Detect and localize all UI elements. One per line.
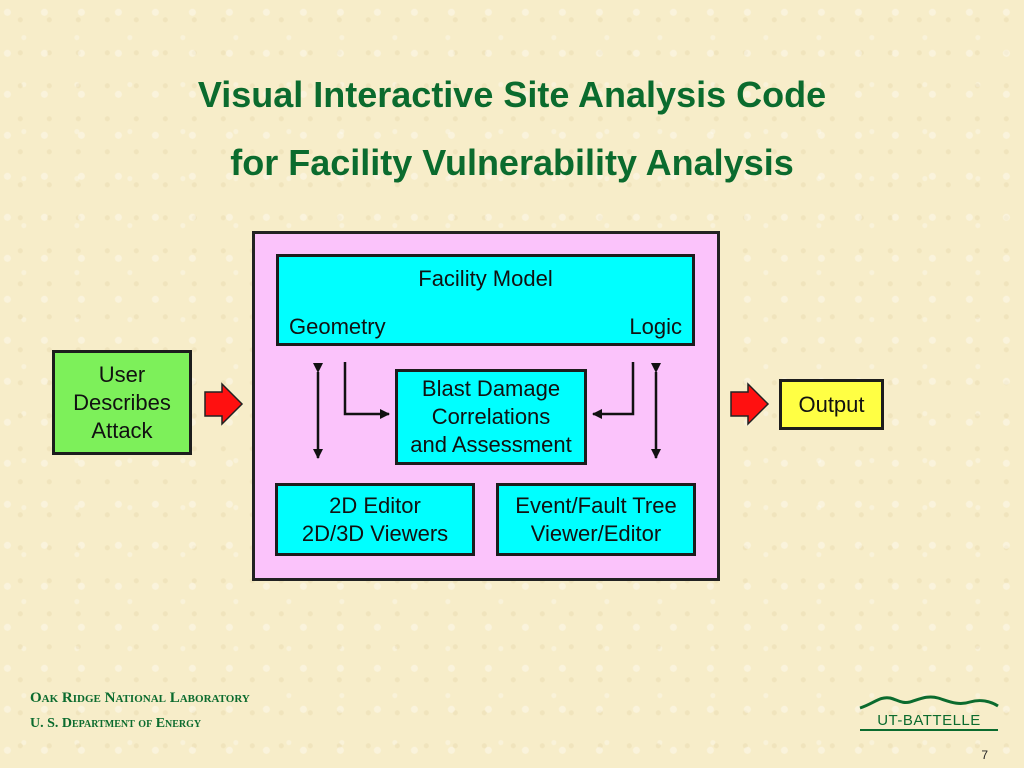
user-input-label: User Describes Attack — [73, 361, 171, 443]
ut-battelle-logo-icon — [859, 695, 999, 731]
doe-footer: U. S. Department of Energy — [30, 716, 202, 731]
event-fault-tree-label: Event/Fault Tree Viewer/Editor — [515, 492, 677, 546]
output-box: Output — [779, 379, 884, 430]
facility-model-title: Facility Model — [418, 266, 553, 291]
blast-damage-label: Blast Damage Correlations and Assessment — [410, 376, 572, 457]
page-number: 7 — [981, 748, 988, 762]
ornl-footer: Oak Ridge National Laboratory — [30, 690, 250, 706]
user-input-box: User Describes Attack — [52, 350, 192, 455]
slide-title-line-2: for Facility Vulnerability Analysis — [230, 142, 794, 183]
input-arrow-icon — [204, 382, 244, 426]
event-fault-tree-box: Event/Fault Tree Viewer/Editor — [496, 483, 696, 556]
geometry-blast-connector — [343, 362, 390, 419]
logic-blast-connector — [592, 362, 635, 419]
output-label: Output — [798, 391, 865, 417]
slide-title-line-1: Visual Interactive Site Analysis Code — [197, 74, 827, 115]
output-arrow-icon — [730, 382, 770, 426]
geometry-label: Geometry — [289, 314, 386, 339]
editor-viewer-label: 2D Editor 2D/3D Viewers — [301, 492, 449, 546]
facility-model-box: Facility Model Geometry Logic — [276, 254, 695, 346]
editor-viewer-box: 2D Editor 2D/3D Viewers — [275, 483, 475, 556]
logo-text: UT-BATTELLE — [877, 712, 981, 729]
logic-label: Logic — [629, 314, 682, 339]
blast-damage-box: Blast Damage Correlations and Assessment — [395, 369, 587, 465]
